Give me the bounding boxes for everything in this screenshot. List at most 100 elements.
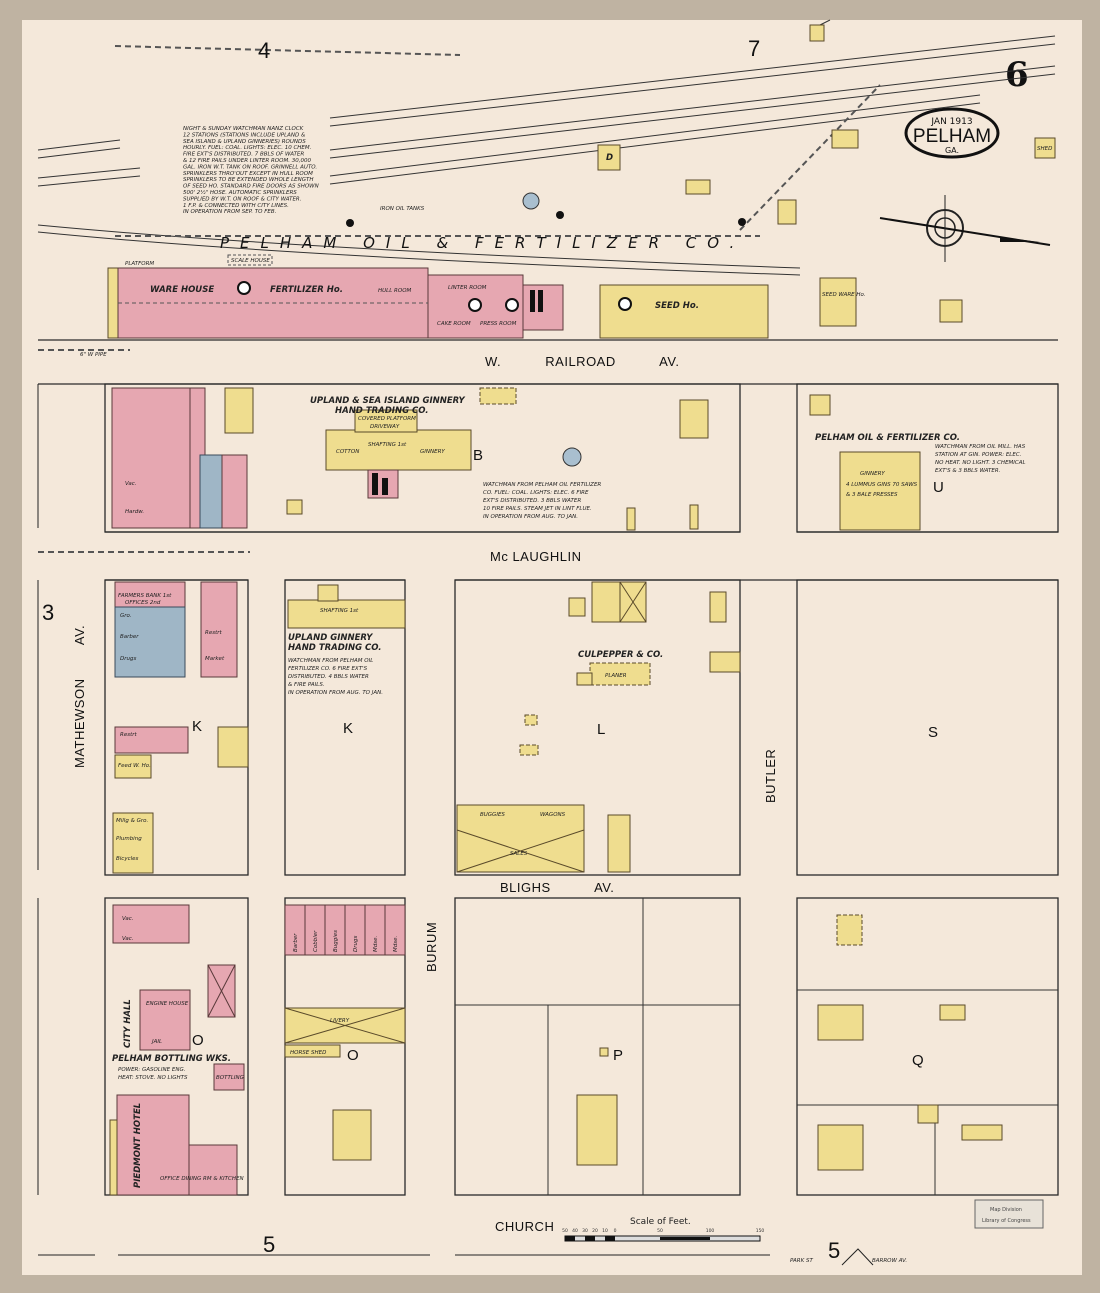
note-line: HEAT: STOVE. NO LIGHTS xyxy=(118,1075,188,1081)
linter-room-label: LINTER ROOM xyxy=(448,285,487,291)
bank-label: FARMERS BANK 1st xyxy=(118,593,172,599)
water-tank xyxy=(522,192,540,210)
store-label: Cobbler xyxy=(313,930,319,952)
cake-room-label: CAKE ROOM xyxy=(437,321,471,327)
adjacent-sheet-top-right[interactable]: 7 xyxy=(748,36,760,61)
hydrant xyxy=(346,219,354,227)
note-line: FERTILIZER CO. 6 FIRE EXT'S xyxy=(288,666,368,672)
frame-building xyxy=(224,387,254,434)
bale-presses-label: & 3 BALE PRESSES xyxy=(846,492,898,498)
shed xyxy=(1034,137,1056,159)
shed-building xyxy=(809,24,825,42)
company-label-pelham-oil-gin: PELHAM OIL & FERTILIZER CO. xyxy=(815,433,960,443)
driveway-label: DRIVEWAY xyxy=(370,424,400,430)
company-label-hand-trading-k: HAND TRADING CO. xyxy=(288,643,382,653)
cotton-label: COTTON xyxy=(336,449,359,455)
bottling-label: BOTTLING xyxy=(216,1075,244,1081)
company-label-hand-trading: HAND TRADING CO. xyxy=(335,406,429,416)
note-line: 12 STATIONS (STATIONS INCLUDE UPLAND & xyxy=(183,132,306,138)
press-room-label: PRESS ROOM xyxy=(480,321,517,327)
scale-tick-label: 0 xyxy=(614,1228,617,1234)
note-line: IN OPERATION FROM AUG. TO JAN. xyxy=(288,690,383,696)
street-label-railroad: W. RAILROAD AV. xyxy=(485,354,679,369)
market-label: Market xyxy=(205,656,225,662)
feed-warehouse-label: Feed W. Ho. xyxy=(118,763,151,769)
scale-tick-label: 50 xyxy=(562,1228,568,1234)
dwelling xyxy=(709,591,727,623)
scale-tick-label: 150 xyxy=(756,1228,765,1234)
street-label-church: CHURCH xyxy=(495,1219,554,1234)
note-line: HOURLY. FUEL: COAL. LIGHTS: ELEC. 10 CHE… xyxy=(183,145,312,151)
drugs-label: Drugs xyxy=(120,656,136,662)
note-line: IN OPERATION FROM AUG. TO JAN. xyxy=(483,514,578,520)
adjacent-sheet-bottom-right[interactable]: 5 xyxy=(828,1238,840,1263)
company-label-bottling: PELHAM BOTTLING WKS. xyxy=(112,1054,231,1064)
ginnery-building xyxy=(287,599,406,629)
barber-label: Barber xyxy=(120,634,139,640)
railroad-tracks xyxy=(37,19,1056,276)
hydrant xyxy=(738,218,746,226)
vacant-label: Vac. xyxy=(125,481,137,487)
bottling-notes: POWER: GASOLINE ENG.HEAT: STOVE. NO LIGH… xyxy=(118,1067,188,1081)
scale-tick-label: 20 xyxy=(592,1228,598,1234)
shed xyxy=(519,744,539,756)
pipe-label: 6" W PIPE xyxy=(80,352,107,358)
vacant-label: Vac. xyxy=(122,916,134,922)
street-label-mathewson: MATHEWSON AV. xyxy=(72,625,87,768)
scale-label: Scale of Feet. xyxy=(630,1217,691,1227)
frame-building xyxy=(591,581,623,623)
covered-platform-label: COVERED PLATFORM xyxy=(358,416,416,422)
block-label-o: O xyxy=(192,1032,204,1049)
adjacent-sheet-left[interactable]: 3 xyxy=(42,600,54,625)
scale-tick-label: 10 xyxy=(602,1228,608,1234)
frame-building xyxy=(607,814,631,873)
dwelling xyxy=(817,1124,864,1171)
note-line: FIRE EXT'S DISTRIBUTED. 7 BBLS OF WATER xyxy=(183,152,304,158)
tanks-label: IRON OIL TANKS xyxy=(380,206,425,212)
grocery-label: Gro. xyxy=(120,613,132,619)
shed xyxy=(524,714,538,726)
note-line: & FIRE PAILS. xyxy=(288,682,325,688)
scale-tick-label: 50 xyxy=(657,1228,663,1234)
dwelling xyxy=(831,129,859,149)
note-line: NIGHT & SUNDAY WATCHMAN NANZ CLOCK xyxy=(183,126,304,132)
stone-building xyxy=(199,454,223,529)
note-line: EXT'S & 3 BBLS WATER. xyxy=(935,468,1001,474)
adjacent-sheet-top-left[interactable]: 4 xyxy=(258,38,270,63)
store-label: Barber xyxy=(293,933,299,952)
note-line: DISTRIBUTED. 4 BBLS WATER xyxy=(288,674,369,680)
block-label-k2: K xyxy=(343,720,353,737)
plumbing-label: Plumbing xyxy=(116,836,142,842)
city-hall xyxy=(139,989,191,1051)
shed xyxy=(626,507,636,531)
street-label-burum: BURUM xyxy=(424,922,439,972)
covered-platform xyxy=(354,409,418,433)
seed-house-label: SEED Ho. xyxy=(655,301,699,311)
note-line: IN OPERATION FROM SEP. TO FEB. xyxy=(183,209,277,215)
hardware-label: Hardw. xyxy=(125,509,144,515)
shafting-label: SHAFTING 1st xyxy=(320,608,359,614)
dwelling-label: D xyxy=(606,153,613,163)
dining-label: OFFICE DINING RM & KITCHEN xyxy=(160,1176,244,1182)
block-label-q: Q xyxy=(912,1052,924,1069)
stamp-line1: Map Division xyxy=(990,1207,1022,1213)
company-label-upland-sea-island: UPLAND & SEA ISLAND GINNERY xyxy=(310,396,465,406)
scale-tick-label: 40 xyxy=(572,1228,578,1234)
hotel-label: PIEDMONT HOTEL xyxy=(133,1103,143,1188)
adjacent-sheet-bottom-left[interactable]: 5 xyxy=(263,1232,275,1257)
note-line: SPRINKLERS THRO'OUT EXCEPT IN HULL ROOM xyxy=(183,171,313,177)
stamp-line2: Library of Congress xyxy=(982,1218,1031,1224)
shed xyxy=(709,651,741,673)
scale-bar xyxy=(564,1235,761,1242)
shafting-label: SHAFTING 1st xyxy=(368,442,407,448)
title-date: JAN 1913 xyxy=(930,117,972,127)
water-tank xyxy=(562,447,582,467)
dwelling xyxy=(332,1109,372,1161)
commercial-building xyxy=(200,581,238,678)
seed-warehouse-label: SEED WARE Ho. xyxy=(822,292,866,298)
block-outlines xyxy=(37,383,1059,1196)
frame-building xyxy=(479,387,517,405)
street-label-blighs: BLIGHS AV. xyxy=(500,880,614,895)
offices-label: OFFICES 2nd xyxy=(125,600,161,606)
